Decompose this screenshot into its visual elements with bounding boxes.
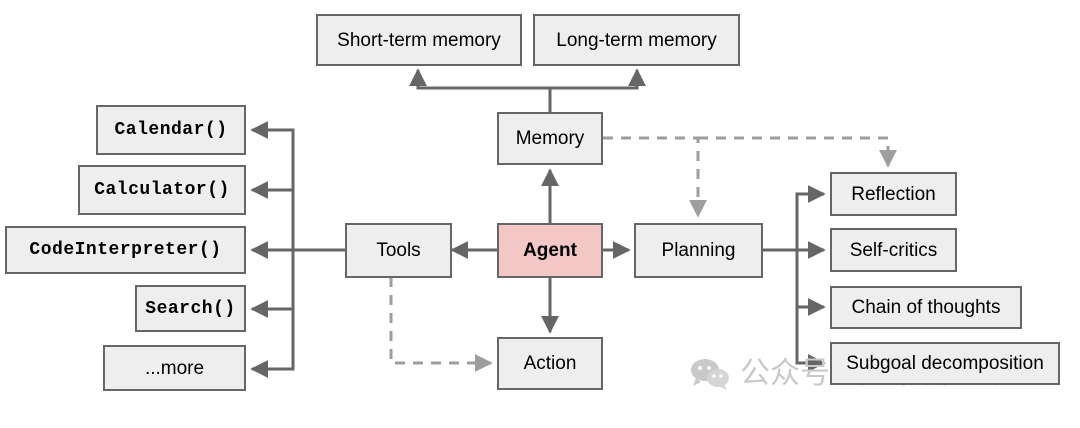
- edge-planning-to-reflection: [795, 185, 826, 250]
- edge-memory-to-reflection-dashed: [698, 136, 897, 168]
- edge-planning-to-subgoal-decomposition: [795, 250, 826, 372]
- edge-memory-to-planning-dashed: [603, 136, 707, 218]
- node-action[interactable]: Action: [497, 337, 603, 390]
- node-calculator[interactable]: Calculator(): [78, 165, 246, 215]
- node-label: Action: [523, 353, 577, 374]
- node-code-interpreter[interactable]: CodeInterpreter(): [5, 226, 246, 274]
- node-long-term-memory[interactable]: Long-term memory: [533, 14, 740, 66]
- node-planning[interactable]: Planning: [634, 223, 763, 278]
- node-label: Agent: [523, 240, 577, 261]
- node-subgoal-decomposition[interactable]: Subgoal decomposition: [830, 342, 1060, 385]
- node-label: Planning: [661, 240, 736, 261]
- edge-planning-to-chain-of-thoughts: [795, 250, 826, 316]
- edge-tools-to-action-dashed: [389, 277, 493, 372]
- node-label: Search(): [145, 298, 236, 319]
- node-label: CodeInterpreter(): [29, 240, 222, 260]
- node-label: Chain of thoughts: [851, 297, 1001, 318]
- node-more[interactable]: ...more: [103, 345, 246, 391]
- edge-memory-to-short-term: [409, 68, 552, 112]
- node-label: Reflection: [851, 183, 936, 205]
- node-memory[interactable]: Memory: [497, 112, 603, 165]
- node-label: ...more: [144, 357, 205, 379]
- node-label: Memory: [515, 128, 585, 149]
- node-label: Calculator(): [94, 180, 230, 200]
- node-label: Self-critics: [849, 239, 938, 261]
- node-label: Tools: [376, 240, 421, 261]
- edge-tools-to-search: [250, 250, 295, 318]
- node-self-critics[interactable]: Self-critics: [830, 228, 957, 272]
- node-tools[interactable]: Tools: [345, 223, 452, 278]
- node-label: Subgoal decomposition: [846, 353, 1044, 374]
- node-chain-of-thoughts[interactable]: Chain of thoughts: [830, 286, 1022, 329]
- node-short-term-memory[interactable]: Short-term memory: [316, 14, 522, 66]
- edge-memory-to-long-term: [550, 68, 646, 90]
- node-label: Calendar(): [114, 120, 228, 140]
- node-search[interactable]: Search(): [135, 285, 246, 332]
- edge-tools-to-more: [250, 250, 295, 378]
- node-reflection[interactable]: Reflection: [830, 172, 957, 216]
- node-agent[interactable]: Agent: [497, 223, 603, 278]
- edge-tools-to-calculator: [250, 181, 295, 250]
- node-calendar[interactable]: Calendar(): [96, 105, 246, 155]
- node-label: Long-term memory: [556, 29, 717, 51]
- node-label: Short-term memory: [337, 29, 501, 51]
